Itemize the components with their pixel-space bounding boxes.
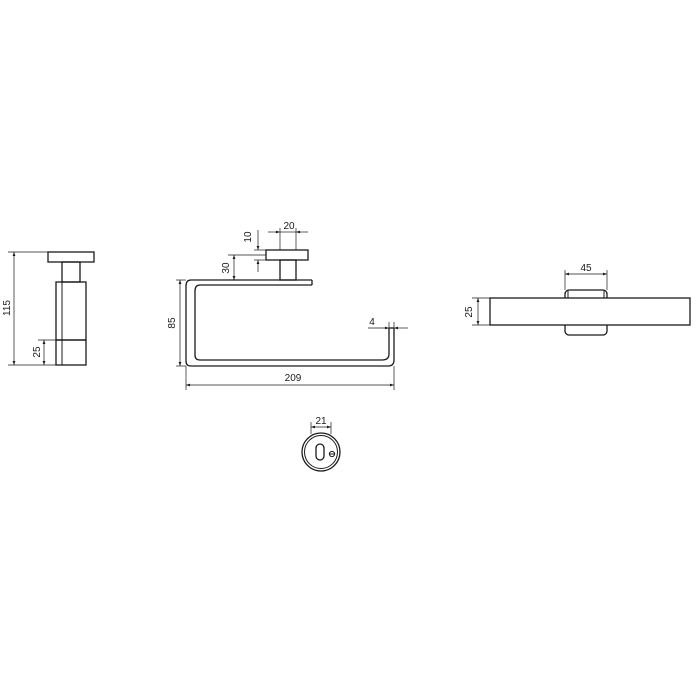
dim-flange-offset: 30 — [221, 262, 232, 274]
dim-flange-width: 20 — [283, 221, 295, 232]
top-bar — [489, 297, 691, 326]
top-view: 45 25 — [464, 263, 691, 336]
front-holder-inner — [194, 284, 390, 361]
rosette-inner-circle — [304, 435, 338, 469]
front-neck — [279, 259, 297, 281]
rosette-outer-circle — [301, 432, 341, 472]
side-lower-block — [55, 339, 87, 366]
rosette-view: 21 — [301, 416, 341, 472]
side-arm — [55, 281, 87, 341]
dim-overall-height: 115 — [2, 300, 13, 316]
side-view: 115 25 — [2, 251, 95, 366]
dim-bar-depth: 25 — [464, 306, 475, 318]
side-mount-plate — [47, 251, 95, 263]
dim-arm-height: 85 — [167, 317, 178, 329]
dim-overall-length: 209 — [285, 373, 302, 384]
dim-rosette-diameter: 21 — [315, 416, 327, 427]
side-neck — [61, 261, 81, 283]
front-flange-plate — [265, 249, 309, 261]
front-view: 10 20 30 85 4 209 — [167, 221, 408, 390]
dim-flange-thickness: 10 — [243, 231, 254, 243]
dim-tip-thickness: 4 — [369, 317, 375, 328]
front-holder-outer — [185, 279, 395, 367]
dim-lower-block-height: 25 — [32, 346, 43, 358]
keyhole-slot — [315, 443, 325, 461]
dim-mount-width: 45 — [580, 263, 592, 274]
